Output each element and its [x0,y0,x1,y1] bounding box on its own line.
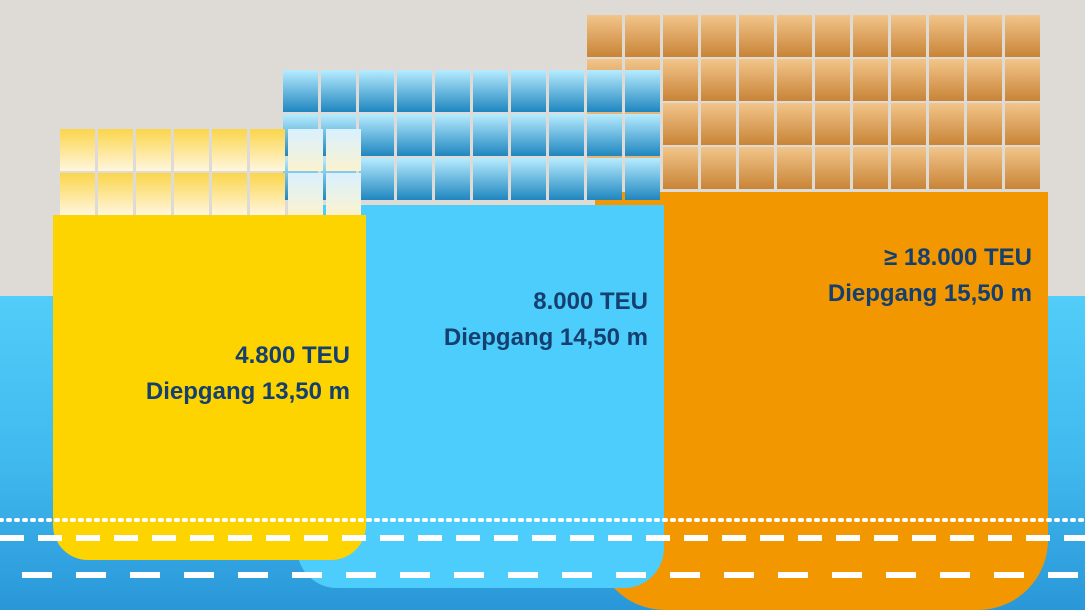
container-icon [663,103,698,145]
container-icon [136,129,171,171]
container-icon [701,59,736,101]
container-icon [359,70,394,112]
ship-label-large: ≥ 18.000 TEU Diepgang 15,50 m [700,240,1032,312]
container-icon [321,70,356,112]
container-icon [397,70,432,112]
container-icon [98,129,133,171]
container-icon [929,59,964,101]
container-icon [174,173,209,215]
container-icon [853,59,888,101]
container-icon [625,70,660,112]
container-icon [1005,147,1040,189]
capacity-label-small: 4.800 TEU [235,342,350,369]
container-icon [853,103,888,145]
container-icon [701,147,736,189]
container-icon [326,129,361,171]
container-icon [511,114,546,156]
container-icon [435,158,470,200]
container-icon [815,15,850,57]
container-icon [777,59,812,101]
container-icon [967,103,1002,145]
container-icon [701,103,736,145]
container-icon [777,15,812,57]
container-icon [359,114,394,156]
container-icon [967,15,1002,57]
container-icon [815,147,850,189]
container-icon [549,114,584,156]
container-icon [777,103,812,145]
container-icon [815,59,850,101]
container-icon [549,70,584,112]
container-icon [60,129,95,171]
container-icon [435,70,470,112]
container-icon [174,129,209,171]
container-icon [587,158,622,200]
container-icon [891,59,926,101]
draft-label-medium: Diepgang 14,50 m [443,324,648,351]
container-icon [625,15,660,57]
container-icon [1005,103,1040,145]
container-icon [853,15,888,57]
container-icon [967,147,1002,189]
container-icon [397,114,432,156]
container-icon [853,147,888,189]
container-icon [815,103,850,145]
container-icon [663,59,698,101]
container-icon [625,114,660,156]
container-icon [549,158,584,200]
container-icon [663,147,698,189]
container-icon [929,103,964,145]
container-icon [359,158,394,200]
container-icon [98,173,133,215]
container-icon [891,15,926,57]
container-icon [739,59,774,101]
draft-label-large: Diepgang 15,50 m [827,280,1032,307]
container-icon [136,173,171,215]
ship-label-medium: 8.000 TEU Diepgang 14,50 m [360,284,648,356]
container-icon [212,129,247,171]
container-icon [1005,59,1040,101]
container-icon [929,15,964,57]
container-icon [587,70,622,112]
container-icon [435,114,470,156]
container-icon [967,59,1002,101]
container-icon [511,70,546,112]
container-icon [739,15,774,57]
container-icon [663,15,698,57]
container-icon [587,114,622,156]
container-icon [283,70,318,112]
container-icon [777,147,812,189]
container-icon [511,158,546,200]
container-icon [288,173,323,215]
container-icon [473,70,508,112]
container-icon [929,147,964,189]
ship-label-small: 4.800 TEU Diepgang 13,50 m [60,338,350,410]
capacity-label-medium: 8.000 TEU [533,288,648,315]
draft-label-small: Diepgang 13,50 m [145,378,350,405]
capacity-label-large: ≥ 18.000 TEU [884,244,1032,271]
ship-hull-small [53,215,366,560]
container-icon [739,147,774,189]
container-icon [739,103,774,145]
container-icon [397,158,432,200]
container-icon [250,173,285,215]
container-icon [701,15,736,57]
container-icon [250,129,285,171]
container-icon [326,173,361,215]
container-icon [473,158,508,200]
container-icon [212,173,247,215]
container-icon [1005,15,1040,57]
container-icon [288,129,323,171]
container-icon [625,158,660,200]
container-icon [891,147,926,189]
container-icon [60,173,95,215]
container-icon [891,103,926,145]
container-icon [587,15,622,57]
container-icon [473,114,508,156]
